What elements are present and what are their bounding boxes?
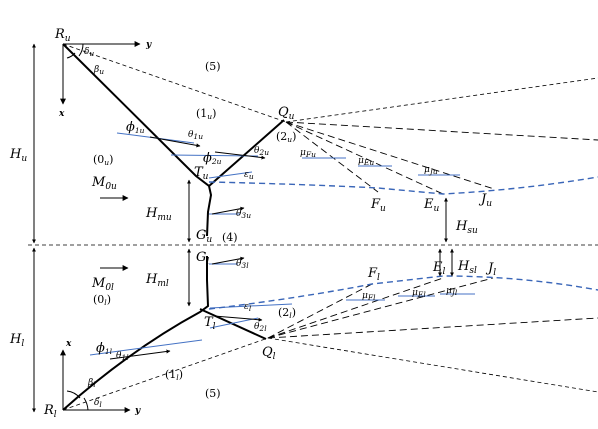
- lower-ray-q-ext: [267, 317, 598, 339]
- upper-cowl-wall: [208, 119, 285, 187]
- label-Hsl: Hsl: [457, 259, 477, 276]
- label-upper-y: y: [145, 40, 152, 50]
- upper-flow-line-3: [208, 171, 253, 179]
- lower-ray-q-e: [267, 277, 444, 339]
- theta-2l-arrow: [213, 315, 263, 322]
- label-theta-1u: θ1u: [188, 130, 203, 141]
- label-Ru: Ru: [54, 27, 71, 44]
- label-region-1l: (1l): [165, 368, 183, 382]
- label-Hsu: Hsu: [455, 219, 478, 236]
- label-region-4: (4): [222, 231, 238, 244]
- label-theta-3l: θ3l: [236, 259, 249, 270]
- label-Qu: Qu: [278, 105, 295, 122]
- label-mu-Fu: μFu: [300, 148, 316, 159]
- delta-l-arc: [83, 397, 89, 411]
- label-mu-El: μEl: [412, 288, 426, 299]
- label-El: El: [432, 260, 446, 277]
- label-lower-y: y: [134, 406, 141, 416]
- label-Hu: Hu: [9, 147, 27, 164]
- label-Jl: Jl: [485, 261, 496, 278]
- label-phi-2u: ϕ2u: [203, 151, 222, 166]
- lower-flow-line-3: [209, 317, 259, 329]
- lower-ray-q-f: [267, 283, 373, 339]
- lower-cowl-wall: [199, 308, 267, 340]
- label-region-2l: (2l): [278, 306, 296, 320]
- upper-outer-ray: [285, 77, 598, 123]
- label-beta-u: βu: [93, 65, 104, 76]
- label-Ql: Ql: [262, 345, 276, 362]
- label-Fu: Fu: [370, 197, 386, 214]
- upper-slip-line: [208, 176, 598, 195]
- label-Hmu: Hmu: [145, 206, 172, 223]
- label-upper-x: x: [58, 109, 65, 119]
- label-Hml: Hml: [145, 272, 169, 289]
- label-theta-1l: θ1l: [116, 351, 129, 362]
- upper-ray-q-e: [285, 121, 444, 195]
- label-M0l: M0l: [91, 276, 114, 293]
- label-mu-Eu: μEu: [358, 156, 374, 167]
- label-mu-Ju: μJu: [424, 165, 438, 176]
- label-Gu: Gu: [196, 228, 212, 245]
- beta-u-arc: [66, 52, 76, 59]
- label-Eu: Eu: [423, 197, 440, 214]
- theta-3l-arrow: [211, 256, 245, 265]
- lower-ramp-wall: [62, 256, 210, 411]
- lower-slip-line: [208, 275, 598, 310]
- label-theta-2u: θ2u: [254, 146, 269, 157]
- theta-1u-arrow: [149, 136, 201, 148]
- label-Tl: Tl: [204, 315, 216, 332]
- upper-ramp-wall: [62, 43, 213, 237]
- lower-ray-q-j: [267, 277, 494, 339]
- theta-2u-arrow: [214, 151, 266, 160]
- label-theta-2l: θ2l: [254, 322, 267, 333]
- lower-outer-ray: [267, 337, 598, 393]
- label-lower-x: x: [65, 339, 72, 349]
- label-mu-Fl: μFl: [362, 291, 376, 302]
- upper-main-shock-line: [62, 43, 287, 123]
- label-region-5-top: (5): [205, 60, 221, 73]
- label-Fl: Fl: [367, 266, 380, 283]
- label-Gl: Gl: [196, 250, 209, 267]
- label-phi-1l: ϕ1l: [96, 341, 113, 356]
- label-region-1u: (1u): [196, 107, 216, 121]
- label-eps-l: εl: [244, 302, 252, 313]
- theta-1l-arrow: [109, 349, 171, 360]
- delta-u-arc: [78, 43, 84, 57]
- label-eps-u: εu: [244, 170, 254, 181]
- label-mu-Jl: μJl: [446, 286, 458, 297]
- label-Rl: Rl: [43, 403, 57, 420]
- label-Tu: Tu: [194, 165, 209, 182]
- label-theta-3u: θ3u: [236, 209, 251, 220]
- upper-ray-q-j: [285, 121, 495, 190]
- label-region-0u: (0u): [93, 153, 113, 167]
- label-region-5-bottom: (5): [205, 387, 221, 400]
- label-region-0l: (0l): [93, 293, 111, 307]
- lower-main-shock-line: [62, 337, 269, 411]
- label-region-2u: (2u): [276, 130, 296, 144]
- label-delta-u: δu: [84, 47, 94, 58]
- label-M0u: M0u: [91, 175, 117, 192]
- label-Ju: Ju: [478, 192, 492, 209]
- label-Hl: Hl: [9, 332, 24, 349]
- upper-ray-q-f: [285, 121, 379, 193]
- label-beta-l: βl: [87, 378, 96, 389]
- beta-l-arc: [66, 390, 81, 399]
- theta-3u-arrow: [211, 206, 245, 215]
- lower-flow-line-1: [89, 339, 203, 356]
- label-phi-1u: ϕ1u: [126, 120, 145, 135]
- upper-ray-q-ext: [285, 121, 598, 141]
- label-delta-l: δl: [94, 398, 102, 409]
